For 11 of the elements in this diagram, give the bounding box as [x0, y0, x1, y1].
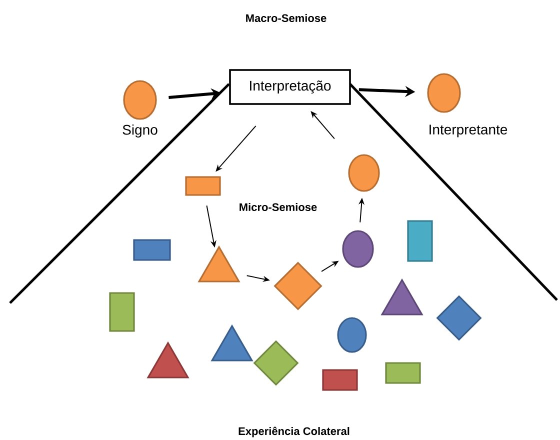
section-label: Experiência Colateral — [238, 426, 350, 438]
box-shape — [185, 176, 221, 196]
circle-shape — [123, 80, 157, 120]
section-label: Macro-Semiose — [246, 14, 326, 22]
circle-shape — [427, 73, 461, 113]
section-label: Micro-Semiose — [240, 202, 317, 212]
process-box: Interpretação — [229, 69, 351, 105]
node-caption: Signo — [122, 124, 158, 138]
node-caption: Interpretante — [430, 124, 508, 138]
circle-shape — [348, 154, 380, 192]
circle-shape — [342, 230, 374, 268]
